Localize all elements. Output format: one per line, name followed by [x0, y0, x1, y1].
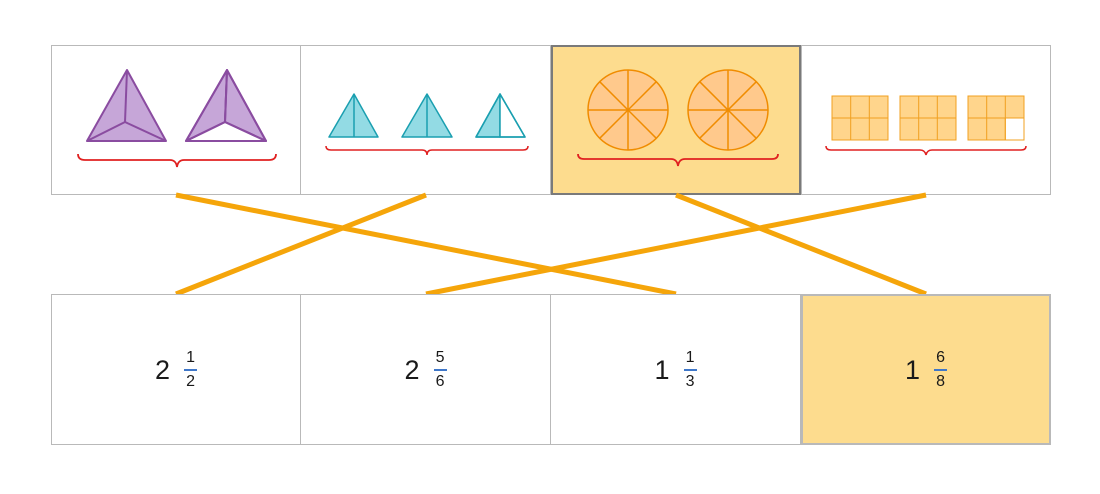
picture-row — [51, 45, 1053, 195]
whole-part: 1 — [904, 355, 921, 385]
fraction: 1 3 — [683, 348, 697, 392]
denominator: 8 — [936, 372, 945, 390]
pyramid-full — [86, 69, 167, 142]
mixed-number: 1 6 8 — [803, 296, 1049, 443]
picture-card-grids[interactable] — [801, 45, 1051, 195]
triangle-half — [475, 93, 526, 138]
denominator: 6 — [435, 372, 445, 390]
fraction: 1 2 — [184, 348, 198, 392]
numerator: 1 — [186, 348, 195, 366]
grid-picture — [825, 95, 1027, 156]
brace — [77, 153, 277, 168]
denominator: 2 — [186, 372, 195, 390]
picture-card-pyramids[interactable] — [51, 45, 301, 195]
number-row: 2 1 2 2 5 6 1 1 3 — [51, 294, 1053, 445]
numerator: 5 — [435, 348, 445, 366]
numerator: 1 — [685, 348, 695, 366]
brace — [577, 153, 779, 167]
connector-line — [425, 192, 927, 297]
fraction-bar — [433, 368, 447, 371]
number-card-selected[interactable]: 1 6 8 — [801, 294, 1051, 445]
pyramid-partial — [185, 69, 267, 142]
brace — [325, 145, 529, 156]
whole-part: 2 — [154, 355, 171, 385]
whole-part: 1 — [654, 355, 670, 385]
circle-full-1 — [587, 69, 669, 151]
number-card[interactable]: 1 1 3 — [551, 294, 801, 445]
mixed-number: 2 5 6 — [301, 295, 550, 444]
number-card[interactable]: 2 5 6 — [301, 294, 551, 445]
mixed-number: 1 1 3 — [551, 295, 800, 444]
whole-part: 2 — [404, 355, 420, 385]
triangle-picture — [325, 93, 529, 156]
fraction: 5 6 — [433, 348, 447, 392]
number-card[interactable]: 2 1 2 — [51, 294, 301, 445]
fraction-bar — [184, 368, 198, 371]
fraction-bar — [683, 368, 697, 371]
mixed-number: 2 1 2 — [52, 295, 300, 444]
denominator: 3 — [685, 372, 695, 390]
grid-full-2 — [899, 95, 957, 141]
picture-card-triangles[interactable] — [301, 45, 551, 195]
fraction-bar — [934, 368, 948, 371]
circle-picture — [577, 69, 779, 167]
connector-line — [675, 192, 927, 297]
triangle-full-1 — [328, 93, 379, 138]
fraction: 6 8 — [934, 348, 948, 392]
connector-line — [175, 192, 677, 297]
triangle-full-2 — [401, 93, 453, 138]
circle-full-2 — [687, 69, 769, 151]
picture-card-circles[interactable] — [551, 45, 801, 195]
grid-full-1 — [831, 95, 889, 141]
pyramid-picture — [77, 69, 277, 168]
connector-line — [175, 192, 427, 297]
brace — [825, 145, 1027, 156]
numerator: 6 — [936, 348, 945, 366]
grid-partial — [967, 95, 1025, 141]
